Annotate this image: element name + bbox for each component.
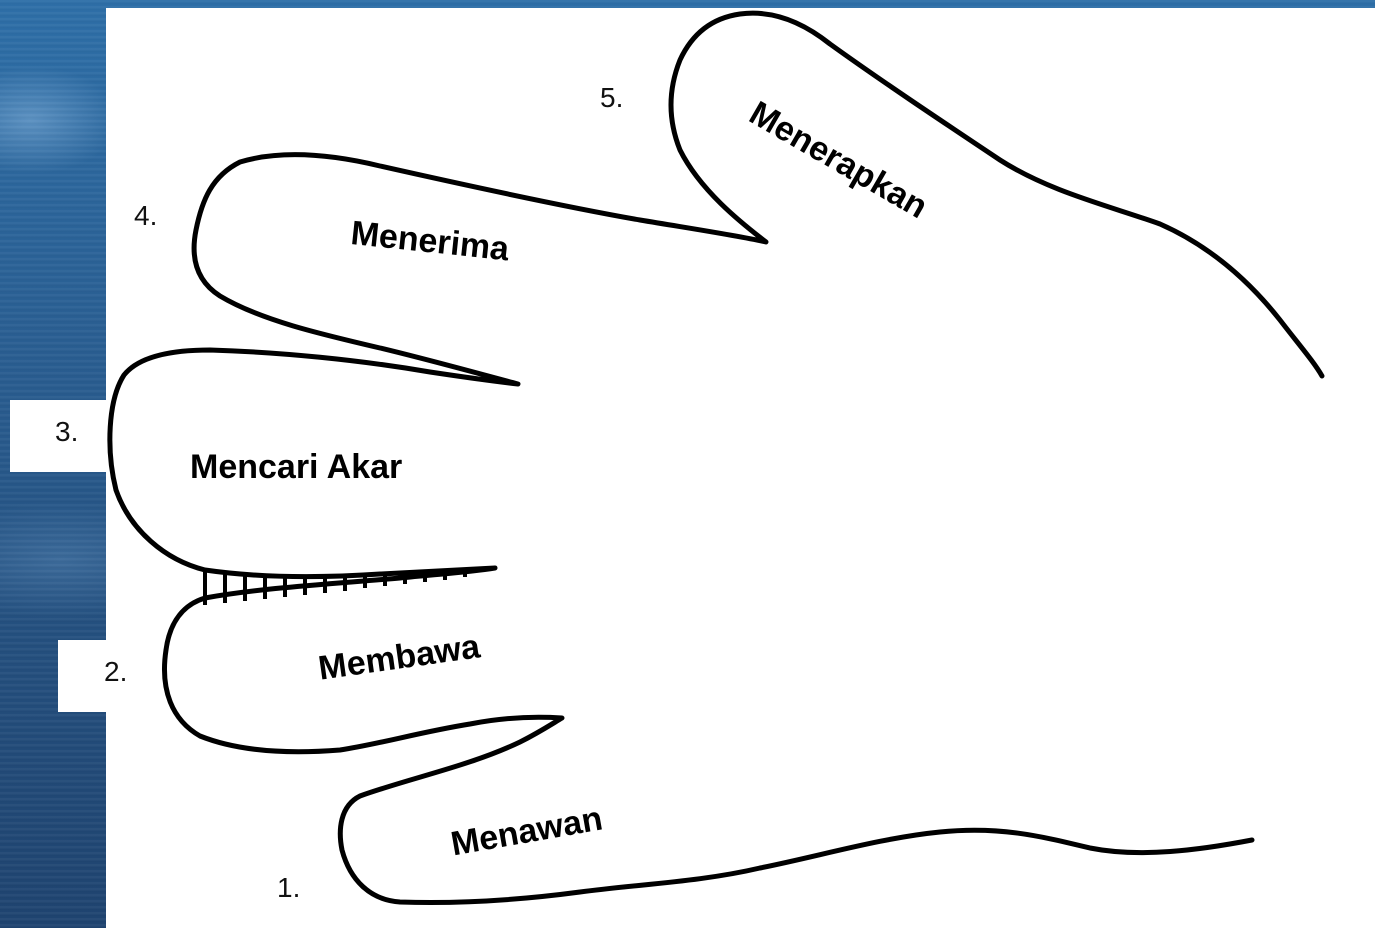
finger-number-4: 4. [134, 200, 157, 232]
finger-number-3: 3. [55, 416, 78, 448]
finger-number-1: 1. [277, 872, 300, 904]
finger-number-2: 2. [104, 656, 127, 688]
finger-number-5: 5. [600, 82, 623, 114]
finger-label-mencari-akar: Mencari Akar [190, 448, 402, 487]
